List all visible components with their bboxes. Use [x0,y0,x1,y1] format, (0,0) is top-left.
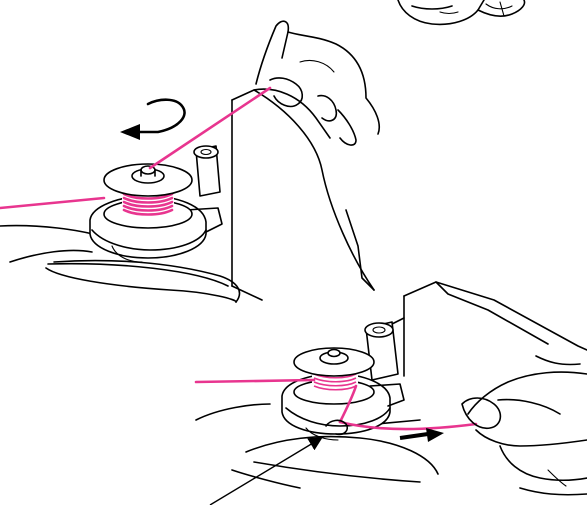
hand [256,21,288,84]
step-pull-thread-through-slot [196,282,587,505]
thread-left-end [0,198,104,208]
inset-bobbin-case-corner [398,0,525,24]
counterclockwise-arrow-icon [120,100,185,140]
step-insert-bobbin-counterclockwise [0,21,379,302]
bed-outline [0,226,100,236]
leader-pointer-arrow [210,440,318,505]
